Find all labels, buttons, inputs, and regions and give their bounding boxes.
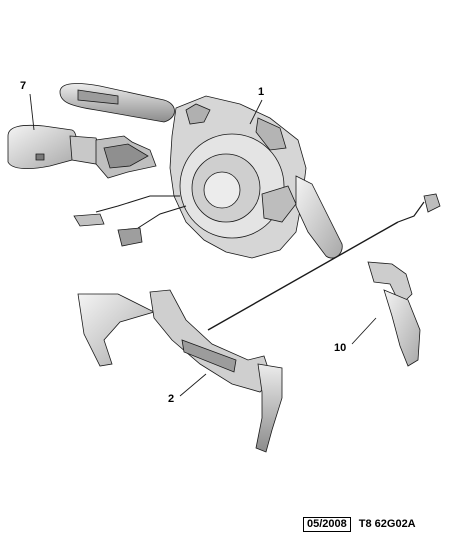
callout-part-1: 1	[258, 86, 265, 98]
callout-part-7: 7	[20, 80, 27, 92]
paddle-bracket-part-2	[77, 289, 283, 453]
paddle-part-10	[367, 261, 421, 367]
switch-housing-part-1	[59, 83, 343, 259]
footer-date: 05/2008	[303, 517, 351, 532]
callout-part-10: 10	[334, 342, 347, 354]
footer-reference: T8 62G02A	[358, 518, 416, 530]
leader-lines	[29, 93, 377, 397]
diagram-footer: 05/2008 T8 62G02A	[303, 517, 416, 532]
callout-part-2: 2	[168, 393, 175, 405]
wiper-stalk-part-7	[7, 124, 157, 179]
rod-and-cable	[207, 193, 441, 331]
